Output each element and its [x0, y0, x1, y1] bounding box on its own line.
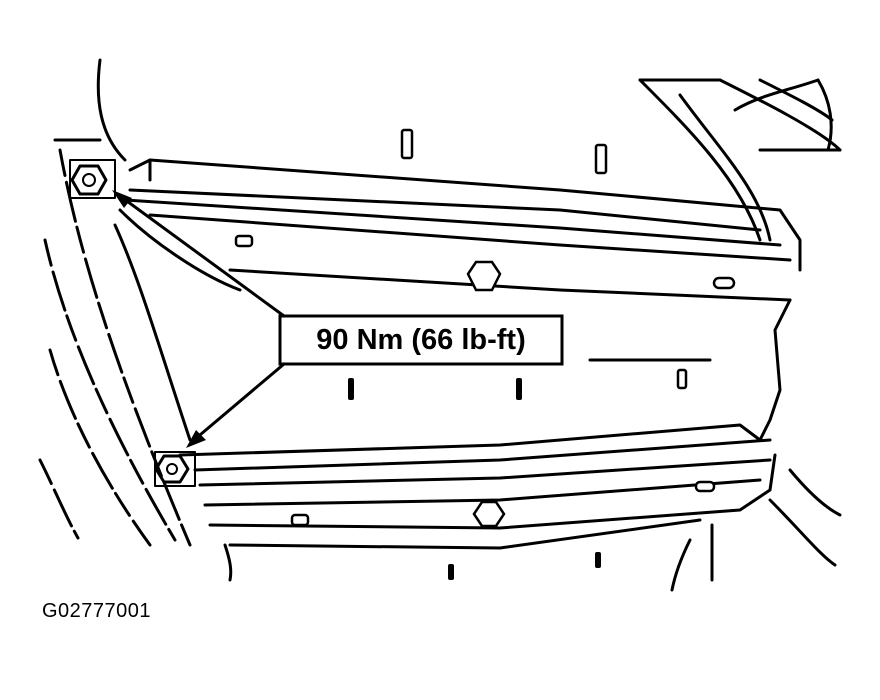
slot-1	[400, 128, 414, 160]
upper-rail	[123, 158, 802, 302]
lower-bolt-icon	[154, 451, 196, 487]
callout-box	[278, 314, 564, 366]
lower-right-body	[223, 468, 842, 592]
slot-7	[516, 378, 522, 400]
upper-bolt-icon	[69, 159, 116, 199]
hex-hole-lower	[472, 500, 506, 528]
slot-2	[594, 143, 608, 175]
arrowhead-lower-icon	[186, 430, 206, 448]
slot-4	[712, 276, 736, 290]
slot-11	[595, 552, 601, 568]
hex-hole-upper	[466, 260, 502, 292]
upper-body-outline	[96, 58, 842, 242]
mounting-slots	[234, 128, 736, 580]
slot-3	[234, 234, 254, 248]
leader-line-upper	[118, 194, 286, 318]
slot-10	[448, 564, 454, 580]
figure-id: G02777001	[42, 600, 152, 622]
slot-9	[694, 480, 716, 493]
bracket-plate	[113, 208, 792, 442]
leader-line-lower	[192, 362, 286, 442]
slot-6	[348, 378, 354, 400]
left-frame-arcs	[38, 138, 192, 547]
torque-callout	[112, 190, 564, 448]
slot-8	[290, 513, 310, 527]
arrowhead-upper-icon	[112, 190, 132, 208]
torque-spec-label: 90 Nm (66 lb-ft)	[316, 323, 526, 356]
lower-rail	[178, 423, 777, 550]
slot-5	[676, 368, 688, 390]
